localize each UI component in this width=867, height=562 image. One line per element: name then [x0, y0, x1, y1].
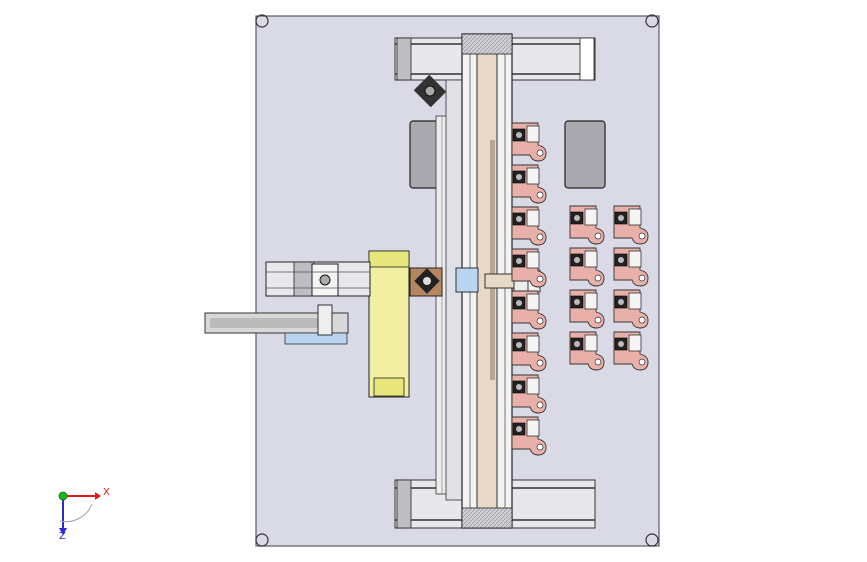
grid-fixture-r3-c2 — [613, 289, 649, 329]
feeder-motor — [409, 267, 443, 297]
triad-x-arrow-icon — [95, 492, 101, 500]
center-fixture-6 — [511, 332, 547, 372]
grid-fixture-r1-c1 — [569, 205, 605, 245]
grid-fixture-r3-c1 — [569, 289, 605, 329]
center-fixture-3 — [511, 206, 547, 246]
grid-fixture-r2-c2 — [613, 247, 649, 287]
grid-fixture-r4-c2 — [613, 331, 649, 371]
center-fixture-5 — [511, 290, 547, 330]
grid-fixture-r4-c1 — [569, 331, 605, 371]
triad-z-label: Z — [59, 531, 66, 542]
triad-arc — [59, 503, 93, 523]
plate-window-left — [409, 120, 441, 189]
grid-fixture-r1-c2 — [613, 205, 649, 245]
plate-window-right — [564, 120, 606, 189]
transfer-arm — [204, 261, 371, 345]
coordinate-triad — [58, 491, 101, 535]
center-fixture-7 — [511, 374, 547, 414]
left-vertical-guide — [435, 79, 463, 501]
top-motor-unit — [413, 74, 447, 108]
fixture-set — [511, 122, 649, 456]
center-fixture-8 — [511, 416, 547, 456]
triad-z-arrow-icon — [59, 528, 67, 535]
feeder-slide — [368, 250, 410, 398]
triad-x-label: X — [103, 487, 110, 498]
triad-y-axis-icon — [58, 491, 68, 501]
center-fixture-4 — [511, 248, 547, 288]
grid-fixture-r2-c1 — [569, 247, 605, 287]
center-fixture-1 — [511, 122, 547, 162]
center-fixture-2 — [511, 164, 547, 204]
